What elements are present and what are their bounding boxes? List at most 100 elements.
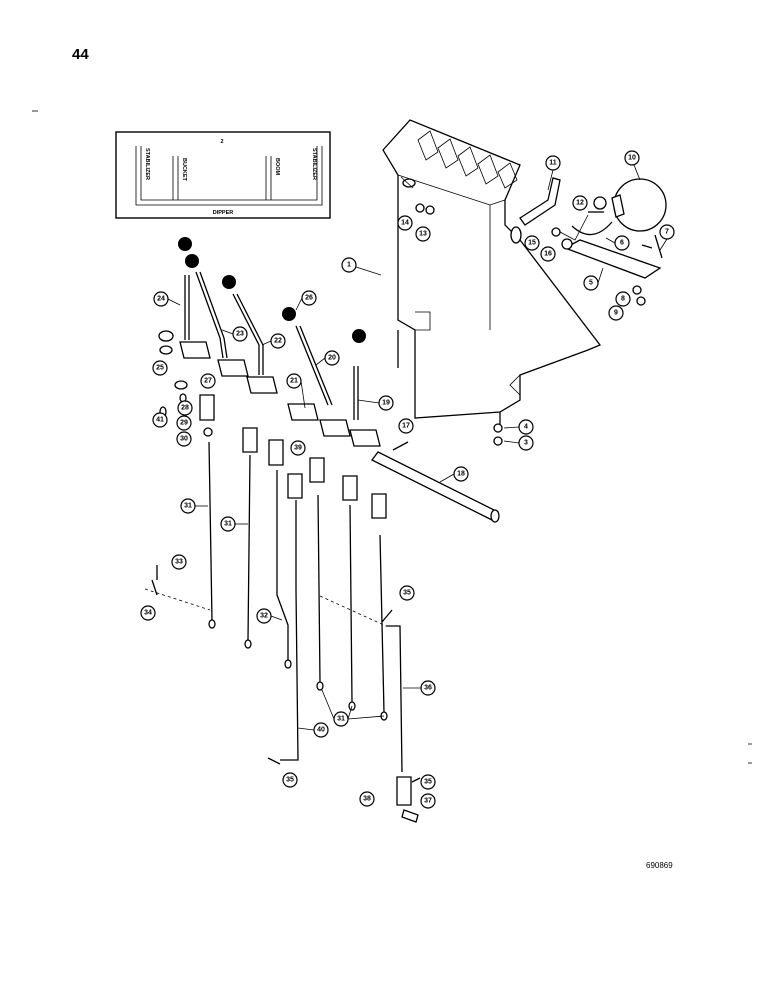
svg-text:30: 30: [180, 436, 188, 443]
svg-text:38: 38: [363, 796, 371, 803]
control-rods: [144, 427, 421, 823]
callout-8: 8: [615, 291, 631, 307]
plate-label-stabilizer-left: STABILIZER: [144, 148, 150, 180]
svg-text:16: 16: [544, 251, 552, 258]
callout-32: 32: [256, 608, 272, 624]
callout-34: 34: [140, 605, 156, 621]
callout-33: 33: [171, 554, 187, 570]
svg-text:10: 10: [628, 155, 636, 162]
svg-text:13: 13: [419, 231, 427, 238]
control-knobs: [178, 237, 366, 343]
svg-text:25: 25: [156, 365, 164, 372]
svg-text:26: 26: [305, 295, 313, 302]
callout-7: 7: [659, 224, 675, 240]
reference-code: 690869: [646, 861, 673, 870]
callout-27: 27: [200, 373, 216, 389]
gauge-assembly: [415, 177, 667, 306]
callout-11: 11: [545, 155, 561, 171]
callout-29: 29: [176, 415, 192, 431]
callout-1: 1: [341, 257, 357, 273]
svg-text:34: 34: [144, 610, 152, 617]
svg-text:31: 31: [337, 716, 345, 723]
svg-text:3: 3: [524, 440, 528, 447]
callout-23: 23: [232, 326, 248, 342]
svg-text:18: 18: [457, 471, 465, 478]
callout-19: 19: [378, 395, 394, 411]
svg-text:21: 21: [290, 378, 298, 385]
callout-13: 13: [415, 226, 431, 242]
svg-text:4: 4: [524, 424, 528, 431]
plate-label-boom: BOOM: [274, 158, 280, 176]
svg-text:11: 11: [549, 160, 557, 167]
svg-text:37: 37: [424, 798, 432, 805]
plate-label-bucket: BUCKET: [181, 158, 187, 182]
plate-label-dipper: DIPPER: [213, 210, 234, 216]
svg-text:36: 36: [424, 685, 432, 692]
callout-16: 16: [540, 246, 556, 262]
svg-text:8: 8: [621, 296, 625, 303]
callout-5: 5: [583, 275, 599, 291]
callout-9: 9: [608, 305, 624, 321]
callout-36: 36: [420, 680, 436, 696]
callout-41: 41: [152, 412, 168, 428]
callout-6: 6: [614, 235, 630, 251]
svg-text:32: 32: [260, 613, 268, 620]
svg-text:35: 35: [424, 779, 432, 786]
callout-17: 17: [398, 418, 414, 434]
svg-text:41: 41: [156, 417, 164, 424]
callout-39: 39: [290, 440, 306, 456]
callout-25: 25: [152, 360, 168, 376]
svg-text:24: 24: [157, 296, 165, 303]
svg-text:31: 31: [224, 521, 232, 528]
decal-plate: 2 DIPPER STABILIZER BUCKET BOOM STABILIZ…: [115, 131, 331, 219]
callout-21: 21: [286, 373, 302, 389]
control-tower: [382, 119, 602, 425]
svg-text:1: 1: [347, 262, 351, 269]
callout-31: 31: [180, 498, 196, 514]
callout-14: 14: [397, 215, 413, 231]
svg-text:40: 40: [317, 727, 325, 734]
callout-24: 24: [153, 291, 169, 307]
callout-26: 26: [301, 290, 317, 306]
svg-text:9: 9: [614, 310, 618, 317]
svg-text:19: 19: [382, 400, 390, 407]
svg-text:35: 35: [403, 590, 411, 597]
callout-35a: 35: [399, 585, 415, 601]
control-levers: [179, 271, 381, 447]
callout-20: 20: [324, 350, 340, 366]
leader-lines: [167, 164, 668, 731]
callout-3: 3: [518, 435, 534, 451]
svg-text:14: 14: [401, 220, 409, 227]
svg-text:39: 39: [294, 445, 302, 452]
callout-31c: 31: [333, 711, 349, 727]
callout-30: 30: [176, 431, 192, 447]
svg-text:6: 6: [620, 240, 624, 247]
svg-text:12: 12: [576, 200, 584, 207]
callout-28: 28: [177, 400, 193, 416]
svg-text:28: 28: [181, 405, 189, 412]
callout-10: 10: [624, 150, 640, 166]
svg-text:5: 5: [589, 280, 593, 287]
callout-35b: 35: [282, 772, 298, 788]
callout-37: 37: [420, 793, 436, 809]
callout-18: 18: [453, 466, 469, 482]
svg-text:17: 17: [402, 423, 410, 430]
svg-text:33: 33: [175, 559, 183, 566]
svg-text:7: 7: [665, 229, 669, 236]
plate-label-stabilizer-right: STABILIZER: [311, 148, 317, 180]
callout-38: 38: [359, 791, 375, 807]
callout-12: 12: [572, 195, 588, 211]
callout-15: 15: [524, 235, 540, 251]
callout-31b: 31: [220, 516, 236, 532]
page-number: 44: [72, 46, 89, 63]
svg-text:29: 29: [180, 420, 188, 427]
svg-text:27: 27: [204, 378, 212, 385]
callout-40: 40: [313, 722, 329, 738]
svg-text:22: 22: [274, 338, 282, 345]
svg-text:23: 23: [236, 331, 244, 338]
callout-22: 22: [270, 333, 286, 349]
svg-text:15: 15: [528, 240, 536, 247]
plate-number: 2: [220, 139, 223, 145]
svg-text:31: 31: [184, 503, 192, 510]
